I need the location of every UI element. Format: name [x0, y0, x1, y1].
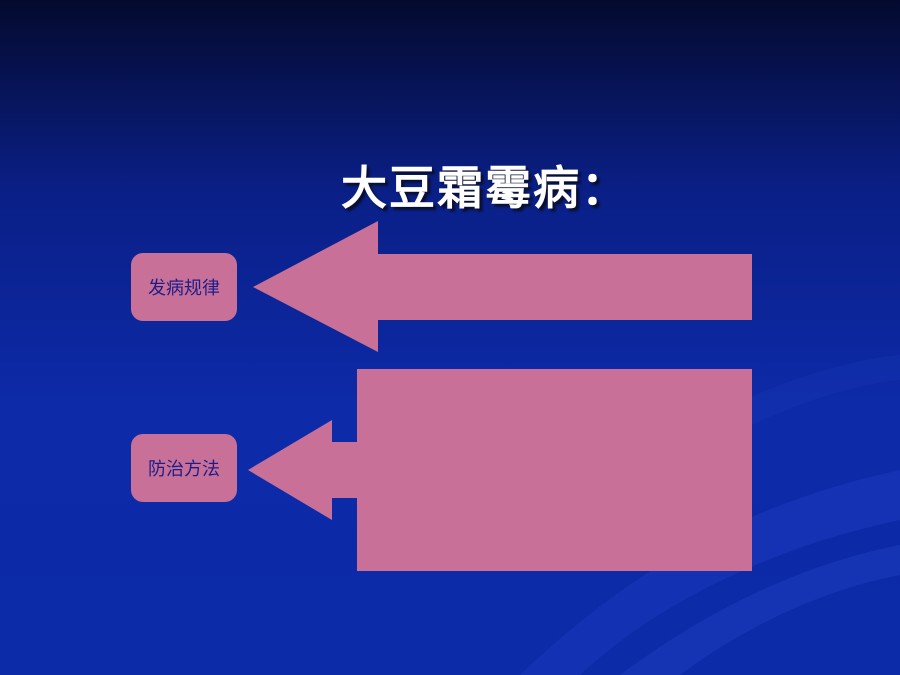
label-box-control-method[interactable]: 防治方法	[131, 434, 237, 502]
label-box-disease-pattern[interactable]: 发病规律	[131, 253, 237, 321]
label-disease-pattern: 发病规律	[148, 278, 220, 299]
label-control-method: 防治方法	[148, 459, 220, 480]
slide-title: 大豆霜霉病：	[341, 161, 629, 215]
